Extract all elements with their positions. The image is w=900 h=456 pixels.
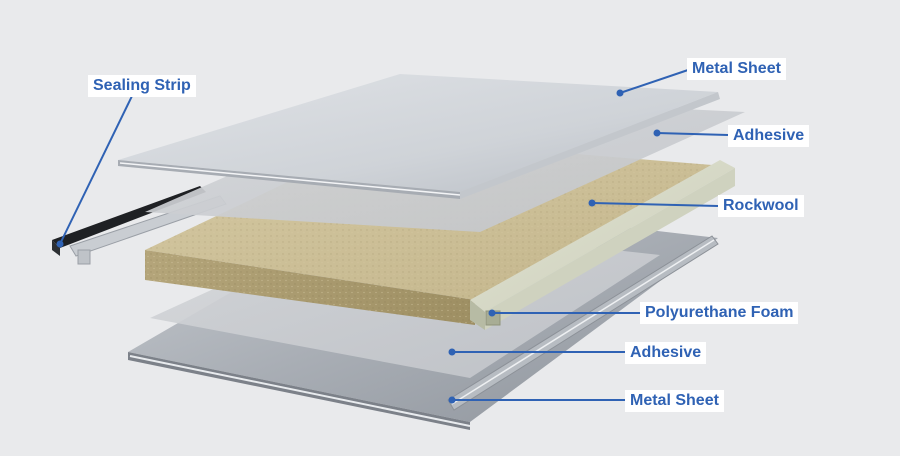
- label-rockwool: Rockwool: [718, 195, 804, 217]
- label-top-metal-sheet: Metal Sheet: [687, 58, 786, 80]
- label-bottom-adhesive: Adhesive: [625, 342, 707, 364]
- leader-top-metal-sheet: [619, 69, 689, 94]
- label-sealing-strip: Sealing Strip: [88, 75, 196, 97]
- label-polyurethane-foam: Polyurethane Foam: [640, 302, 799, 324]
- leader-top-adhesive: [656, 132, 729, 136]
- top-metal-sheet: [118, 74, 720, 199]
- polyurethane-foam-strip: [470, 160, 735, 330]
- leader-rockwool: [591, 202, 719, 207]
- label-bottom-metal-sheet: Metal Sheet: [625, 390, 724, 412]
- leader-sealing-strip: [59, 95, 133, 245]
- leader-lines: [56, 69, 729, 404]
- label-top-adhesive: Adhesive: [728, 125, 810, 147]
